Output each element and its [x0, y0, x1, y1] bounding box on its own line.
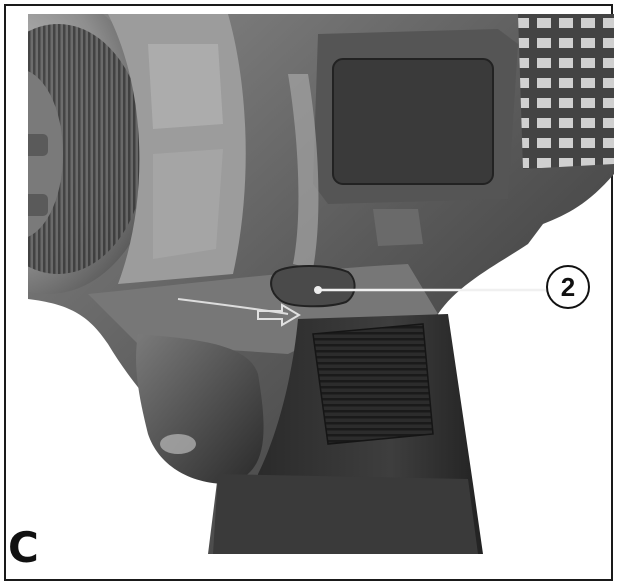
drill-illustration — [28, 14, 614, 554]
figure-letter: C — [8, 523, 39, 572]
drill-svg — [28, 14, 614, 554]
forward-arrow-icon — [257, 303, 301, 327]
callout-number-2: 2 — [546, 265, 590, 309]
callout-leader-line — [318, 288, 546, 292]
